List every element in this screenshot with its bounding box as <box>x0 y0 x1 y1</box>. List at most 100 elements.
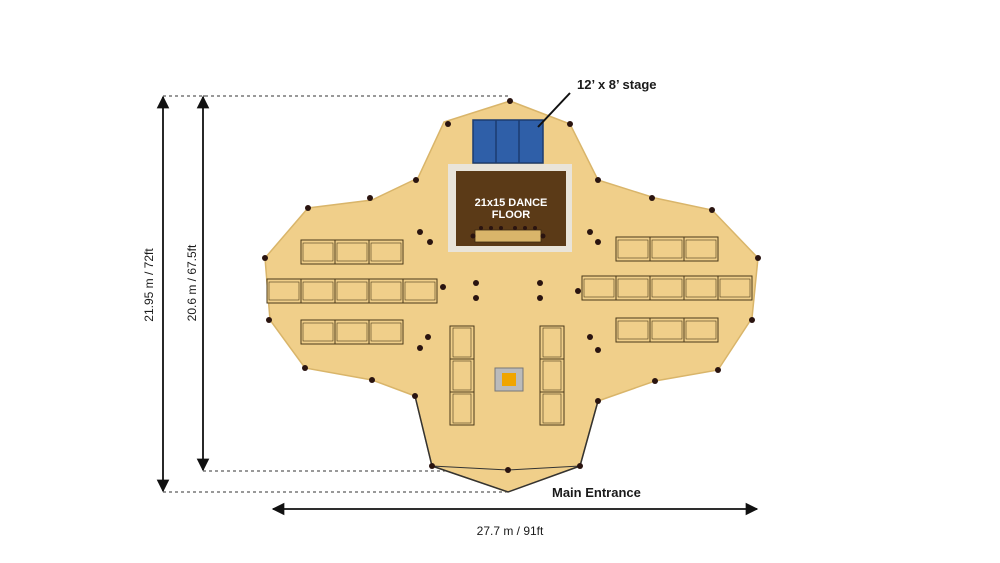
tent-pole <box>587 229 593 235</box>
banquet-table-seating <box>302 242 334 262</box>
tent-pole <box>587 334 593 340</box>
banquet-table-seating <box>651 278 683 298</box>
tent-pole <box>595 177 601 183</box>
dance-floor-label-line1: 21x15 DANCE <box>475 197 548 209</box>
banquet-table <box>266 278 302 304</box>
banquet-table-seating <box>617 239 649 259</box>
banquet-table-seating <box>336 242 368 262</box>
banquet-table <box>539 358 565 393</box>
banquet-table <box>649 275 685 301</box>
tent-pole <box>412 393 418 399</box>
tent-pole <box>429 463 435 469</box>
banquet-table-seating <box>685 239 717 259</box>
outer-height-label: 21.95 m / 72ft <box>142 248 156 322</box>
tent-pole <box>537 295 543 301</box>
tent-pole <box>507 98 513 104</box>
tent-pole <box>537 280 543 286</box>
guest-tables <box>266 236 753 426</box>
tent-pole <box>266 317 272 323</box>
banquet-table-seating <box>452 360 472 391</box>
banquet-table <box>300 319 336 345</box>
banquet-table <box>449 391 475 426</box>
banquet-table-seating <box>370 242 402 262</box>
tent-pole <box>440 284 446 290</box>
width-label: 27.7 m / 91ft <box>477 524 544 538</box>
entrance-outline <box>414 395 599 493</box>
banquet-table-seating <box>336 322 368 342</box>
dance-floor-label-line2: FLOOR <box>492 209 531 221</box>
banquet-table <box>402 278 438 304</box>
tent-pole <box>417 229 423 235</box>
tent-pole <box>749 317 755 323</box>
center-feature <box>494 367 524 392</box>
stage-label: 12’ x 8’ stage <box>577 77 657 92</box>
stage-callout-line <box>537 92 571 128</box>
banquet-table <box>683 236 719 262</box>
banquet-table <box>615 236 651 262</box>
tent-pole <box>305 205 311 211</box>
banquet-table <box>368 319 404 345</box>
banquet-table-seating <box>404 281 436 301</box>
banquet-table <box>615 317 651 343</box>
tent-pole <box>567 121 573 127</box>
inner-height-label: 20.6 m / 67.5ft <box>185 244 199 321</box>
tent-pole <box>367 195 373 201</box>
tent-pole <box>595 398 601 404</box>
banquet-table-seating <box>651 320 683 340</box>
banquet-table <box>581 275 617 301</box>
tent-pole <box>595 347 601 353</box>
banquet-table-seating <box>370 322 402 342</box>
banquet-table-seating <box>685 278 717 298</box>
tent-pole <box>577 463 583 469</box>
banquet-table-seating <box>268 281 300 301</box>
banquet-table <box>368 239 404 265</box>
banquet-table <box>334 278 370 304</box>
banquet-table <box>334 239 370 265</box>
tent-pole <box>709 207 715 213</box>
tent-pole <box>262 255 268 261</box>
banquet-table-seating <box>583 278 615 298</box>
tent-pole <box>473 295 479 301</box>
tent-pole <box>302 365 308 371</box>
banquet-table <box>300 239 336 265</box>
tent-pole <box>649 195 655 201</box>
tent-pole <box>652 378 658 384</box>
banquet-table <box>649 317 685 343</box>
banquet-table <box>300 278 336 304</box>
banquet-table-seating <box>617 320 649 340</box>
dance-floor: 21x15 DANCE FLOOR <box>448 164 572 252</box>
banquet-table-seating <box>719 278 751 298</box>
banquet-table-seating <box>542 360 562 391</box>
banquet-table-seating <box>542 327 562 358</box>
banquet-table <box>539 391 565 426</box>
stage <box>472 119 544 164</box>
banquet-table <box>539 325 565 360</box>
banquet-table-seating <box>651 239 683 259</box>
banquet-table <box>683 317 719 343</box>
banquet-table-seating <box>452 393 472 424</box>
tent-pole <box>715 367 721 373</box>
entrance-door-left <box>431 465 509 471</box>
banquet-table <box>717 275 753 301</box>
banquet-table-seating <box>685 320 717 340</box>
tent-pole <box>445 121 451 127</box>
banquet-table <box>615 275 651 301</box>
banquet-table-seating <box>370 281 402 301</box>
banquet-table <box>334 319 370 345</box>
entrance-door-right <box>507 465 581 471</box>
banquet-table-seating <box>452 327 472 358</box>
banquet-table-seating <box>542 393 562 424</box>
banquet-table <box>449 325 475 360</box>
tent-pole <box>427 239 433 245</box>
main-entrance-label: Main Entrance <box>552 485 641 500</box>
tent-pole <box>575 288 581 294</box>
banquet-table-seating <box>617 278 649 298</box>
tent-pole <box>755 255 761 261</box>
banquet-table-seating <box>302 322 334 342</box>
banquet-table <box>683 275 719 301</box>
tent-pole <box>505 467 511 473</box>
banquet-table <box>449 358 475 393</box>
tent-pole <box>413 177 419 183</box>
head-table <box>470 226 546 243</box>
